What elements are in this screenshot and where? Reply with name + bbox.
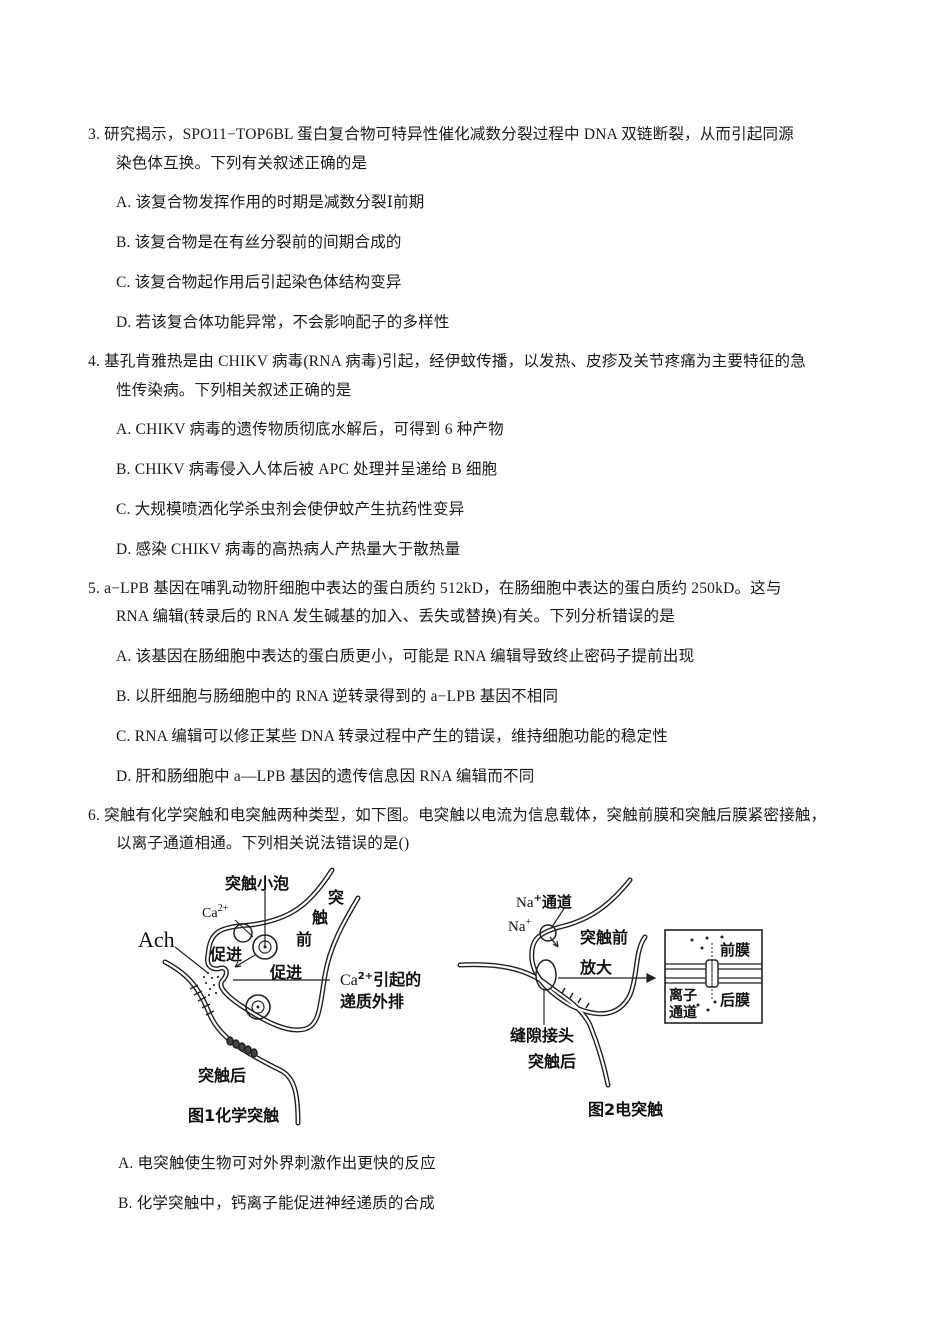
gap-junction-icon bbox=[535, 959, 557, 991]
q3-stem-line2: 染色体互换。下列有关叙述正确的是 bbox=[116, 155, 368, 172]
q6-stem-line2: 以离子通道相通。下列相关说法错误的是() bbox=[116, 835, 410, 852]
q4-option-d: D. 感染 CHIKV 病毒的高热病人产热量大于散热量 bbox=[116, 541, 461, 558]
zoom-label: 放大 bbox=[579, 958, 612, 977]
q5-stem-line1: 5. a−LPB 基因在哺乳动物肝细胞中表达的蛋白质约 512kD，在肠细胞中表… bbox=[88, 580, 782, 597]
ca-label: Ca2+ bbox=[202, 903, 229, 921]
electrical-synapse-diagram: 前膜 后膜 离子 通道 Na+通道 Na+ 突触前 放大 缝隙接头 突触后 图2… bbox=[457, 877, 763, 1119]
figure-chemical-synapse: 突触小泡 Ca2+ Ach 促进 促进 突 触 前 Ca2+引起的 递质外排 突… bbox=[130, 865, 450, 1135]
q4-option-b: B. CHIKV 病毒侵入人体后被 APC 处理并呈递给 B 细胞 bbox=[116, 461, 498, 478]
ach-label: Ach bbox=[138, 927, 175, 952]
ion-channel-label-1: 离子 bbox=[669, 987, 697, 1004]
release-label-line1: Ca2+引起的 bbox=[340, 970, 421, 989]
presyn-char-3: 前 bbox=[296, 930, 312, 949]
post-membrane-label: 后膜 bbox=[720, 991, 750, 1009]
ca-channel-icon bbox=[233, 923, 253, 943]
q4-option-a: A. CHIKV 病毒的遗传物质彻底水解后，可得到 6 种产物 bbox=[116, 421, 504, 438]
promote-label-2: 促进 bbox=[269, 963, 302, 982]
na-channel-label: Na+通道 bbox=[516, 893, 572, 911]
q6-option-a: A. 电突触使生物可对外界刺激作出更快的反应 bbox=[118, 1155, 436, 1172]
q5-option-a: A. 该基因在肠细胞中表达的蛋白质更小，可能是 RNA 编辑导致终止密码子提前出… bbox=[116, 648, 695, 665]
promote-label-1: 促进 bbox=[209, 945, 242, 964]
presyn-label: 突触前 bbox=[580, 928, 628, 947]
figure-electrical-synapse: 前膜 后膜 离子 通道 Na+通道 Na+ 突触前 放大 缝隙接头 突触后 图2… bbox=[450, 865, 780, 1130]
postsyn-label: 突触后 bbox=[528, 1052, 576, 1071]
q5-option-b: B. 以肝细胞与肠细胞中的 RNA 逆转录得到的 a−LPB 基因不相同 bbox=[116, 688, 559, 705]
q3-option-d: D. 若该复合体功能异常，不会影响配子的多样性 bbox=[116, 314, 450, 331]
chemical-synapse-diagram: 突触小泡 Ca2+ Ach 促进 促进 突 触 前 Ca2+引起的 递质外排 突… bbox=[138, 867, 421, 1126]
presyn-char-1: 突 bbox=[328, 888, 344, 907]
na-ion-label: Na+ bbox=[508, 917, 532, 935]
presyn-char-2: 触 bbox=[311, 908, 328, 927]
gap-junction-inset: 前膜 后膜 离子 通道 bbox=[664, 929, 763, 1024]
figure2-caption: 图2电突触 bbox=[588, 1100, 663, 1119]
q5-option-d: D. 肝和肠细胞中 a—LPB 基因的遗传信息因 RNA 编辑而不同 bbox=[116, 768, 535, 785]
q4-stem-line1: 4. 基孔肯雅热是由 CHIKV 病毒(RNA 病毒)引起，经伊蚊传播，以发热、… bbox=[88, 353, 806, 370]
q3-option-b: B. 该复合物是在有丝分裂前的间期合成的 bbox=[116, 234, 402, 251]
figure1-caption: 图1化学突触 bbox=[188, 1106, 279, 1125]
q4-stem-line2: 性传染病。下列相关叙述正确的是 bbox=[116, 382, 352, 399]
release-label-line2: 递质外排 bbox=[340, 992, 404, 1011]
q3-option-a: A. 该复合物发挥作用的时期是减数分裂Ⅰ前期 bbox=[116, 194, 425, 211]
gap-junction-label: 缝隙接头 bbox=[510, 1026, 574, 1045]
q3-option-c: C. 该复合物起作用后引起染色体结构变异 bbox=[116, 274, 402, 291]
q6-option-b: B. 化学突触中，钙离子能促进神经递质的合成 bbox=[118, 1195, 435, 1212]
q6-stem-line1: 6. 突触有化学突触和电突触两种类型，如下图。电突触以电流为信息载体，突触前膜和… bbox=[88, 807, 827, 824]
vesicle-label: 突触小泡 bbox=[225, 874, 289, 893]
synaptic-vesicle-icon bbox=[245, 994, 271, 1020]
q4-option-c: C. 大规模喷洒化学杀虫剂会使伊蚊产生抗药性变异 bbox=[116, 501, 465, 518]
ion-channel-label-2: 通道 bbox=[669, 1004, 697, 1021]
pre-membrane-label: 前膜 bbox=[720, 941, 750, 959]
na-channel-icon bbox=[539, 924, 557, 942]
q5-stem-line2: RNA 编辑(转录后的 RNA 发生碱基的加入、丢失或替换)有关。下列分析错误的… bbox=[116, 608, 675, 625]
q5-option-c: C. RNA 编辑可以修正某些 DNA 转录过程中产生的错误，维持细胞功能的稳定… bbox=[116, 728, 669, 745]
q3-stem-line1: 3. 研究揭示，SPO11−TOP6BL 蛋白复合物可特异性催化减数分裂过程中 … bbox=[88, 126, 794, 143]
postsyn-label: 突触后 bbox=[198, 1066, 246, 1085]
